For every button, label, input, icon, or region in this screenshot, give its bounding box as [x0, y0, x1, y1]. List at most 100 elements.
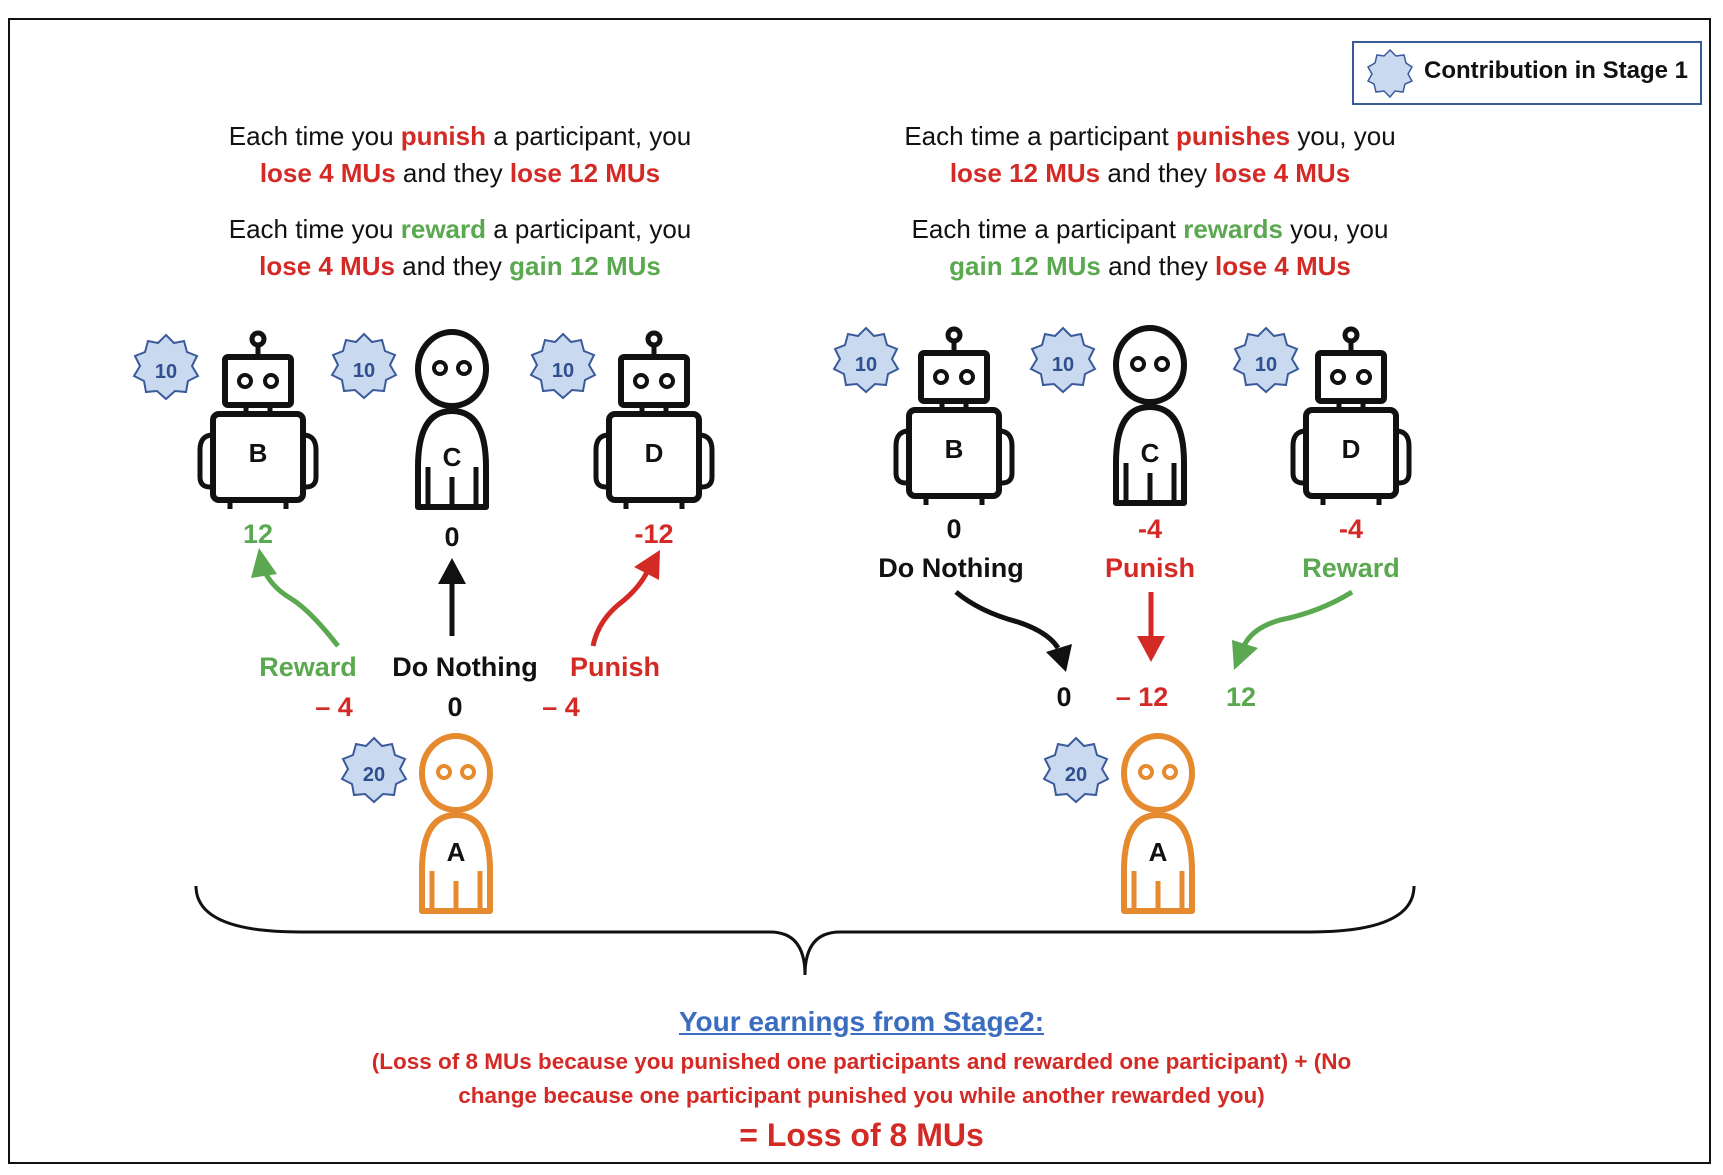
rule-text: Each time you [228, 214, 401, 244]
rule-cost: lose 12 MUs [949, 158, 1101, 188]
rule-text: and they [1100, 251, 1216, 281]
punish-arrowhead-icon [1137, 636, 1165, 662]
cost-text: – 4 [315, 692, 353, 722]
left-rule-reward: Each time you reward a participant, you … [150, 211, 770, 285]
left-value-c: 0 [444, 522, 459, 553]
rule-text: Each time you [228, 121, 401, 151]
figure-letter: A [1149, 837, 1168, 867]
effect-text: 0 [1056, 682, 1072, 712]
figure-letter: D [645, 438, 664, 468]
rule-cost: gain 12 MUs [949, 251, 1101, 281]
badge-value: 20 [363, 764, 385, 786]
left-player-a-human-icon: A [422, 736, 490, 911]
action-label: Do Nothing [392, 652, 538, 682]
earnings-line-1: (Loss of 8 MUs because you punished one … [371, 1049, 1352, 1074]
right-badge-a: 20 [1043, 737, 1109, 803]
left-badge-a: 20 [341, 737, 407, 803]
value-text: -4 [1137, 514, 1163, 544]
badge-value: 10 [552, 360, 574, 382]
figure-letter: C [443, 442, 462, 472]
right-rule-punish: Each time a participant punishes you, yo… [840, 118, 1460, 192]
left-badge-d: 10 [530, 333, 596, 399]
right-badge-b: 10 [833, 327, 899, 393]
earnings-explanation: (Loss of 8 MUs because you punished one … [240, 1045, 1483, 1113]
reward-arrowhead-icon [251, 548, 277, 578]
rule-cost: lose 4 MUs [259, 251, 395, 281]
right-value-b: 0 [946, 514, 961, 545]
left-action-reward: Reward [259, 652, 357, 683]
outer-frame [8, 18, 1711, 1164]
earnings-line-2: change because one participant punished … [458, 1083, 1265, 1108]
value-text: -4 [1338, 514, 1364, 544]
left-value-b: 12 [243, 519, 273, 550]
do-nothing-arrowhead-icon [438, 558, 466, 584]
left-cost-do-nothing: 0 [447, 692, 462, 723]
value-text: 0 [946, 514, 962, 544]
figure-letter: B [945, 434, 964, 464]
right-effect-do-nothing: 0 [1056, 682, 1071, 713]
right-badge-c: 10 [1030, 327, 1096, 393]
effect-text: – 12 [1115, 682, 1169, 712]
rule-text: and they [395, 158, 510, 188]
action-label: Punish [1104, 553, 1196, 583]
action-label: Reward [259, 652, 357, 682]
rule-effect: gain 12 MUs [509, 251, 661, 281]
earnings-total: = Loss of 8 MUs [739, 1117, 984, 1153]
left-action-punish: Punish [570, 652, 660, 683]
figure-letter: C [1141, 438, 1160, 468]
summary-brace [194, 885, 1416, 976]
right-value-c: -4 [1138, 514, 1162, 545]
rule-text: a participant, you [486, 214, 692, 244]
badge-value: 20 [1065, 764, 1087, 786]
right-player-a-human-icon: A [1124, 736, 1192, 911]
right-figure-d-robot-icon: D [1293, 329, 1409, 505]
badge-value: 10 [855, 354, 877, 376]
badge-value: 10 [155, 361, 177, 383]
left-rule-punish: Each time you punish a participant, you … [150, 118, 770, 192]
rule-cost: lose 4 MUs [259, 158, 396, 188]
right-value-d: -4 [1339, 514, 1363, 545]
left-cost-punish: – 4 [542, 692, 580, 723]
left-badge-b: 10 [133, 334, 199, 400]
legend-label: Contribution in Stage 1 [1424, 57, 1688, 84]
action-label: Do Nothing [878, 553, 1024, 583]
rule-text: and they [394, 251, 510, 281]
punish-arrow [590, 568, 651, 647]
value-text: -12 [634, 519, 674, 549]
rule-effect: lose 12 MUs [509, 158, 661, 188]
right-effect-punish: – 12 [1116, 682, 1169, 713]
figure-letter: D [1342, 434, 1361, 464]
rule-verb: rewards [1183, 214, 1283, 244]
action-label: Reward [1302, 553, 1400, 583]
value-text: 12 [242, 519, 274, 549]
badge-value: 10 [1255, 354, 1277, 376]
right-action-do-nothing: Do Nothing [878, 553, 1023, 584]
rule-effect: lose 4 MUs [1215, 251, 1351, 281]
right-figure-c-human-icon: C [1116, 328, 1184, 503]
rule-text: Each time a participant [904, 121, 1177, 151]
value-text: 0 [444, 522, 460, 552]
rule-text: you, you [1290, 121, 1396, 151]
cost-text: – 4 [542, 692, 580, 722]
figure-letter: B [249, 438, 268, 468]
left-value-d: -12 [634, 519, 673, 550]
left-figure-c-human-icon: C [418, 332, 486, 507]
left-figure-d-robot-icon: D [596, 333, 712, 509]
badge-value: 10 [353, 360, 375, 382]
left-action-do-nothing: Do Nothing [392, 652, 537, 683]
reward-arrowhead-icon [1232, 640, 1258, 670]
right-rule-reward: Each time a participant rewards you, you… [840, 211, 1460, 285]
right-badge-d: 10 [1233, 327, 1299, 393]
rule-text: and they [1100, 158, 1215, 188]
left-figure-b-robot-icon: B [200, 333, 316, 509]
figure-letter: A [447, 837, 466, 867]
punish-arrowhead-icon [634, 550, 660, 580]
action-label: Punish [569, 652, 661, 682]
rule-verb: reward [400, 214, 486, 244]
do-nothing-arrow [954, 590, 1061, 650]
reward-arrow [259, 565, 340, 648]
legend-badge-icon [1366, 48, 1414, 99]
right-effect-reward: 12 [1226, 682, 1256, 713]
rule-text: Each time a participant [911, 214, 1184, 244]
